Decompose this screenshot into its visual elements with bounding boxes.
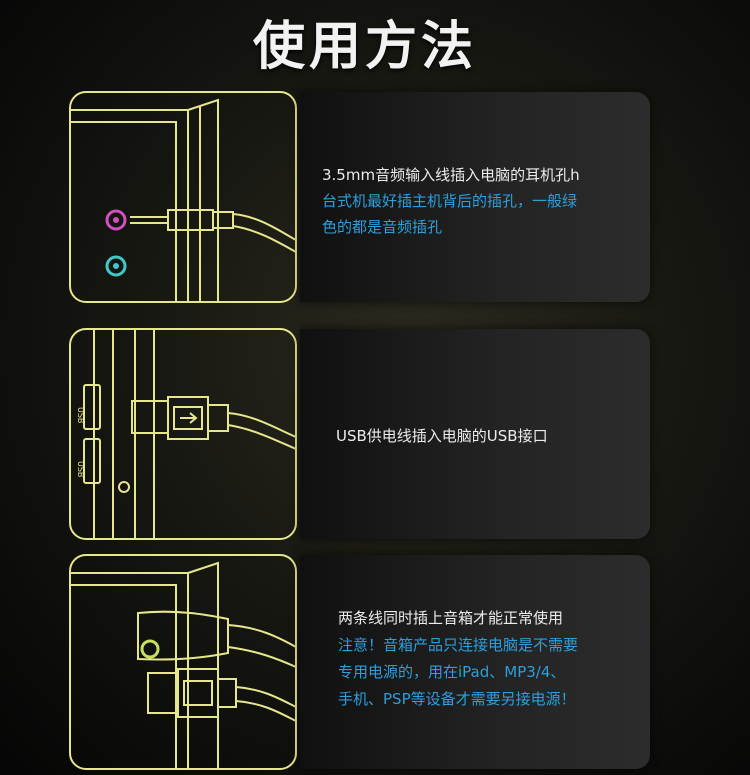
step-1-line-2: 台式机最好插主机背后的插孔，一般绿 xyxy=(322,192,578,210)
page-title: 使用方法 xyxy=(252,17,477,77)
step-3-line-2: 注意！音箱产品只连接电脑是不需要 xyxy=(338,636,579,654)
usb-illustration: USB USB xyxy=(68,327,300,541)
step-1-line-3: 色的都是音频插孔 xyxy=(322,218,443,236)
step-2-line-1: USB供电线插入电脑的USB接口 xyxy=(336,427,548,445)
step-2-panel: USB供电线插入电脑的USB接口 xyxy=(300,329,650,539)
usb-port-label-2: USB xyxy=(76,461,85,477)
audio-jack-illustration xyxy=(68,90,300,304)
step-3-line-3: 专用电源的，用在iPad、MP3/4、 xyxy=(338,663,566,681)
audio-usb-illustration xyxy=(68,553,300,771)
step-1-line-1: 3.5mm音频输入线插入电脑的耳机孔h xyxy=(322,166,580,184)
step-3-line-4: 手机、PSP等设备才需要另接电源！ xyxy=(338,690,576,708)
usb-port-label-1: USB xyxy=(76,407,85,423)
step-1-panel: 3.5mm音频输入线插入电脑的耳机孔h 台式机最好插主机背后的插孔，一般绿 色的… xyxy=(300,92,650,302)
step-3-line-1: 两条线同时插上音箱才能正常使用 xyxy=(338,609,564,627)
step-3-panel: 两条线同时插上音箱才能正常使用 注意！音箱产品只连接电脑是不需要 专用电源的，用… xyxy=(300,555,650,769)
